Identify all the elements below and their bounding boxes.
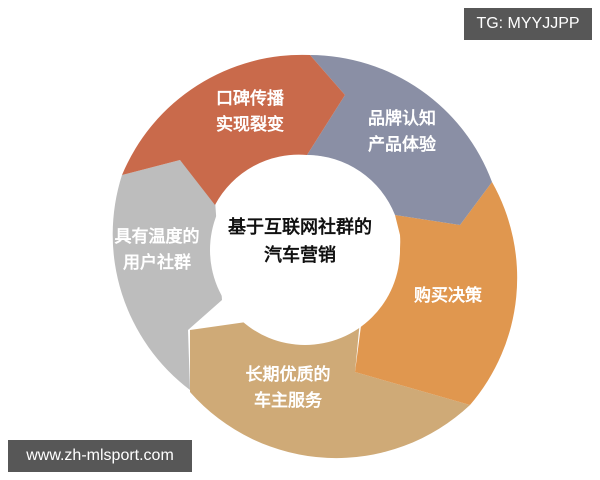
center-title-line: 基于互联网社群的: [228, 217, 372, 238]
label-line: 实现裂变: [216, 115, 284, 135]
label-line: 购买决策: [414, 286, 482, 306]
label-line: 口碑传播: [216, 89, 284, 109]
label-purchase-decision: 购买决策: [398, 283, 498, 309]
segment-word-of-mouth: [122, 54, 345, 206]
label-line: 长期优质的: [245, 365, 331, 385]
label-user-community: 具有温度的 用户社群: [102, 224, 212, 276]
center-circle: [210, 155, 400, 345]
center-title: 基于互联网社群的 汽车营销: [210, 214, 390, 270]
label-line: 品牌认知: [368, 109, 436, 129]
label-owner-service: 长期优质的 车主服务: [228, 362, 348, 414]
site-watermark: www.zh-mlsport.com: [8, 440, 192, 472]
segment-purchase-decision: [355, 182, 518, 405]
label-line: 车主服务: [254, 391, 322, 411]
tg-watermark: TG: MYYJJPP: [464, 8, 592, 40]
label-line: 具有温度的: [114, 227, 200, 247]
label-word-of-mouth: 口碑传播 实现裂变: [200, 86, 300, 138]
label-line: 用户社群: [123, 253, 191, 273]
segment-owner-service: [190, 320, 470, 459]
label-brand-awareness: 品牌认知 产品体验: [352, 106, 452, 158]
segment-brand-awareness: [307, 55, 492, 225]
center-title-line: 汽车营销: [264, 245, 336, 266]
segment-user-community: [112, 160, 222, 390]
label-line: 产品体验: [368, 135, 436, 155]
